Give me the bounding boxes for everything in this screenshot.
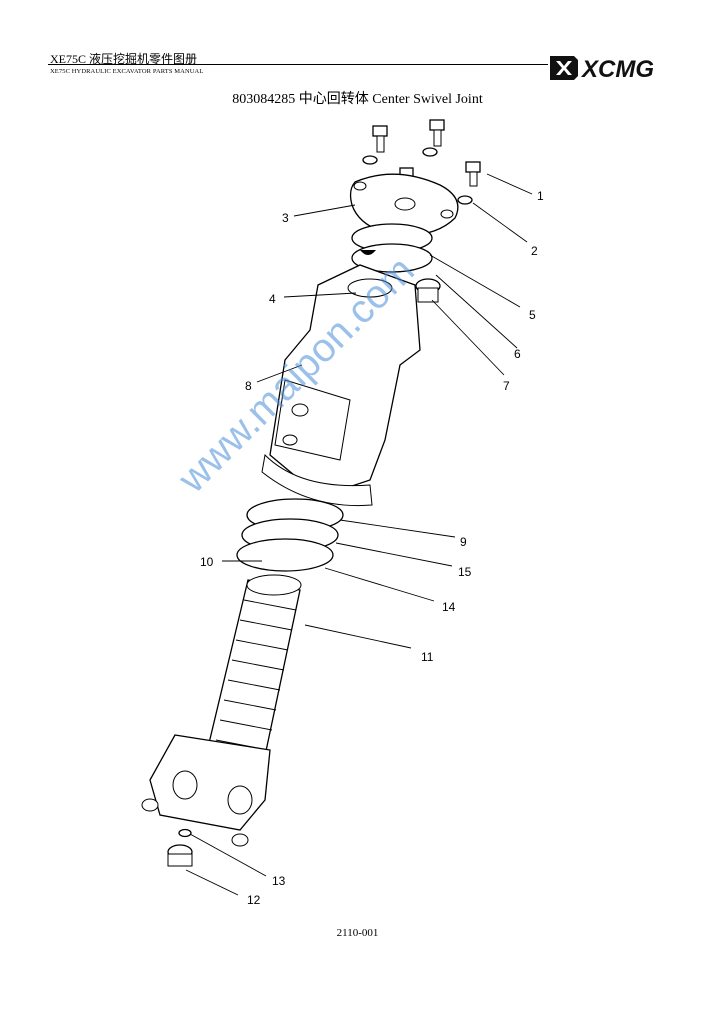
- callout-11: 11: [421, 650, 434, 664]
- callout-1: 1: [537, 189, 544, 203]
- plug: [415, 278, 441, 303]
- manual-subtitle: XE75C HYDRAULIC EXCAVATOR PARTS MANUAL: [50, 68, 204, 75]
- bolt-top-right: [429, 119, 445, 147]
- xcmg-emblem-icon: [550, 56, 578, 80]
- callout-3: 3: [282, 211, 289, 225]
- leader-13: [189, 833, 267, 877]
- base-plug: [167, 844, 193, 867]
- callout-4: 4: [269, 292, 276, 306]
- callout-15: 15: [458, 565, 472, 579]
- seal-ring-lower: [236, 538, 334, 572]
- washer-2: [422, 147, 438, 157]
- leader-7: [431, 299, 505, 376]
- page-code: 2110-001: [336, 927, 379, 939]
- leader-1: [486, 173, 533, 195]
- leader-2: [472, 202, 528, 243]
- leader-14: [324, 567, 435, 602]
- callout-5: 5: [529, 308, 536, 322]
- manual-title: XE75C 液压挖掘机零件图册: [50, 52, 198, 66]
- leader-12: [185, 869, 239, 896]
- swivel-base: [141, 734, 271, 847]
- xcmg-logo: XCMG: [550, 56, 654, 82]
- leader-9: [339, 519, 456, 538]
- washer-3: [457, 195, 473, 205]
- callout-14: 14: [442, 600, 456, 614]
- leader-6: [435, 274, 518, 349]
- washer-1: [362, 155, 378, 165]
- diagram-title: 803084285 中心回转体 Center Swivel Joint: [232, 92, 483, 107]
- callout-12: 12: [247, 893, 261, 907]
- exploded-view-drawing: 1 2 3 4 5 6 7 8 9 10 11 12 13 14 15: [141, 119, 544, 907]
- callout-7: 7: [503, 379, 510, 393]
- callout-9: 9: [460, 535, 467, 549]
- leader-11: [304, 624, 412, 649]
- callout-2: 2: [531, 244, 538, 258]
- ring-shadow: [360, 250, 376, 255]
- leader-8: [256, 364, 303, 383]
- bolt-top-left: [372, 125, 388, 153]
- callout-8: 8: [245, 379, 252, 393]
- leader-3: [293, 204, 356, 217]
- header-rule: [48, 64, 548, 65]
- leader-5: [429, 254, 521, 308]
- logo-wordmark: XCMG: [580, 56, 654, 82]
- swivel-body: [261, 264, 421, 507]
- cover-plate: [349, 173, 459, 237]
- leader-4: [283, 292, 357, 298]
- small-o-ring: [178, 828, 192, 838]
- rotor-shaft: [204, 574, 302, 771]
- callout-6: 6: [514, 347, 521, 361]
- callout-10: 10: [200, 555, 214, 569]
- callout-13: 13: [272, 874, 286, 888]
- leader-15: [335, 542, 453, 567]
- bolt-right: [465, 161, 481, 187]
